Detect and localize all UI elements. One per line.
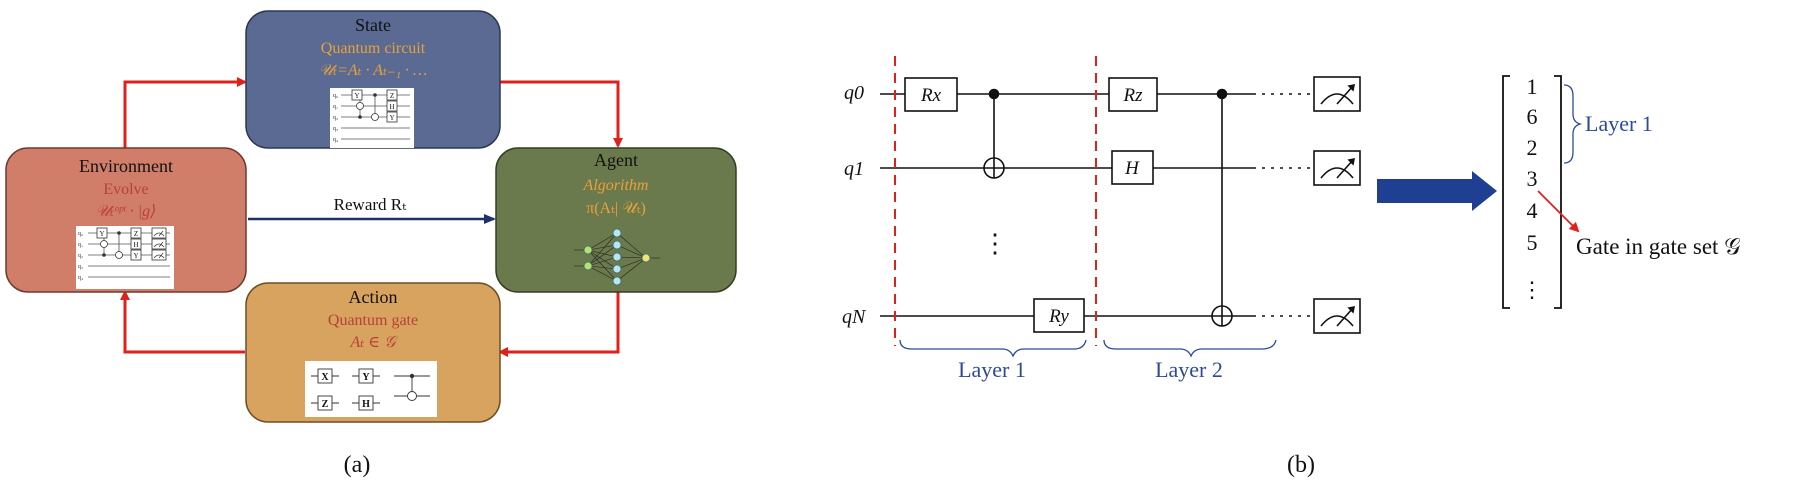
agent-line2: π(Aₜ| 𝒰ₜ) <box>586 200 646 217</box>
svg-text:q₂: q₂ <box>333 115 338 121</box>
gate-rx: Rx <box>904 77 958 112</box>
gate-vector: 1 6 2 3 4 5 ⋮ Layer 1 Gate in gate set 𝒢 <box>1502 74 1741 309</box>
gate-pointer-arrow <box>1537 190 1580 233</box>
environment-title: Environment <box>79 156 173 176</box>
svg-text:q₁: q₁ <box>333 104 338 110</box>
environment-line1: Evolve <box>103 181 148 198</box>
cnot-1 <box>983 88 1005 179</box>
gate-set-label: Gate in gate set 𝒢 <box>1576 234 1741 259</box>
svg-text:Rz: Rz <box>1123 85 1144 106</box>
environment-box: Environment Evolve 𝒰ₜᵒᵖᵗ · |g⟩ q₀q₁q₂q₃q… <box>5 147 247 293</box>
svg-text:Rx: Rx <box>920 85 942 106</box>
qubit-label-qn: qN <box>842 306 867 328</box>
panel-b: q0 q1 qN <box>842 56 1741 478</box>
state-to-agent-arrow <box>500 80 623 148</box>
vector-entry: 3 <box>1527 166 1538 191</box>
vector-entry: 4 <box>1527 198 1538 223</box>
agent-box: Agent Algorithm π(Aₜ| 𝒰ₜ) <box>495 147 737 293</box>
svg-text:Z: Z <box>390 92 394 100</box>
svg-text:Z: Z <box>134 230 138 238</box>
layer-1-label: Layer 1 <box>958 357 1026 382</box>
svg-text:q₃: q₃ <box>78 264 83 270</box>
gate-rz: Rz <box>1108 77 1158 112</box>
svg-text:Ry: Ry <box>1048 306 1069 327</box>
panel-a: Reward Rₜ State Quantum circuit 𝒰ₜ=Aₜ · … <box>5 10 737 478</box>
meter-icon <box>1313 150 1361 186</box>
state-line1: Quantum circuit <box>321 40 426 57</box>
vector-entry: ⋮ <box>1521 277 1543 302</box>
layer-dividers <box>894 56 1097 346</box>
caption-a: (a) <box>344 452 371 478</box>
bracket-right <box>1554 75 1562 309</box>
layer-2-label: Layer 2 <box>1155 357 1223 382</box>
action-title: Action <box>349 287 398 307</box>
brace-layer-1 <box>899 339 1087 358</box>
svg-text:H: H <box>133 241 138 249</box>
environment-mini-circuit: q₀ q₁ q₂ q₃ q₄ Y Z H <box>76 226 174 289</box>
vertical-ellipsis: ⋮ <box>982 229 1008 258</box>
qubit-label-q1: q1 <box>844 158 864 180</box>
agent-to-action-arrow <box>498 292 620 357</box>
svg-text:Y: Y <box>99 230 104 238</box>
svg-text:q₄: q₄ <box>333 137 338 143</box>
svg-text:q₂: q₂ <box>78 253 83 259</box>
svg-text:q₃: q₃ <box>333 126 338 132</box>
gate-z: Z <box>322 399 329 410</box>
meter-icon <box>1313 76 1361 112</box>
action-gate-set: X Y Z H <box>305 361 437 417</box>
svg-text:H: H <box>1124 158 1140 179</box>
state-line2: 𝒰ₜ=Aₜ · Aₜ₋₁ · … <box>319 62 428 79</box>
gate-x: X <box>321 372 329 383</box>
vector-entry: 6 <box>1527 104 1538 129</box>
vector-entry: 1 <box>1527 74 1538 99</box>
env-to-state-arrow <box>123 77 247 148</box>
bracket-left <box>1502 75 1510 309</box>
action-box: Action Quantum gate Aₜ ∈ 𝒢 <box>245 282 501 423</box>
measurement-meters <box>1313 76 1361 334</box>
state-box: State Quantum circuit 𝒰ₜ=Aₜ · Aₜ₋₁ · … q… <box>245 10 501 149</box>
reward-label: Reward Rₜ <box>334 195 407 214</box>
agent-line1: Algorithm <box>583 177 649 194</box>
action-line1: Quantum gate <box>328 312 418 329</box>
cycle-arrows <box>120 77 623 357</box>
svg-text:H: H <box>389 103 394 111</box>
big-right-arrow <box>1377 171 1497 211</box>
svg-text:q₄: q₄ <box>78 275 83 281</box>
svg-text:Y: Y <box>389 114 394 122</box>
gate-h: H <box>362 399 370 410</box>
state-title: State <box>355 15 391 35</box>
vector-entry: 5 <box>1527 230 1538 255</box>
svg-text:q₀: q₀ <box>333 93 338 99</box>
gate-y: Y <box>362 372 370 383</box>
agent-title: Agent <box>594 150 638 170</box>
environment-line2: 𝒰ₜᵒᵖᵗ · |g⟩ <box>96 203 157 220</box>
gate-ry: Ry <box>1033 298 1085 333</box>
gate-h: H <box>1111 150 1154 185</box>
vector-entry: 2 <box>1527 135 1538 160</box>
action-to-env-arrow <box>120 290 245 354</box>
action-line2: Aₜ ∈ 𝒢 <box>350 334 399 351</box>
cnot-2 <box>1211 88 1233 327</box>
svg-text:Y: Y <box>133 252 138 260</box>
state-mini-circuit: q₀ q₁ q₂ q₃ q₄ Y Z H Y <box>330 88 414 148</box>
qubit-label-q0: q0 <box>844 82 864 104</box>
meter-icon <box>1313 298 1361 334</box>
svg-text:q₀: q₀ <box>78 231 83 237</box>
brace-layer-2 <box>1103 339 1277 358</box>
svg-text:q₁: q₁ <box>78 242 83 248</box>
caption-b: (b) <box>1287 452 1315 478</box>
vector-layer-brace <box>1563 84 1583 164</box>
vector-layer-label: Layer 1 <box>1585 111 1653 136</box>
svg-text:Y: Y <box>354 92 359 100</box>
neural-network-icon <box>574 228 660 286</box>
layer-braces <box>899 339 1277 358</box>
